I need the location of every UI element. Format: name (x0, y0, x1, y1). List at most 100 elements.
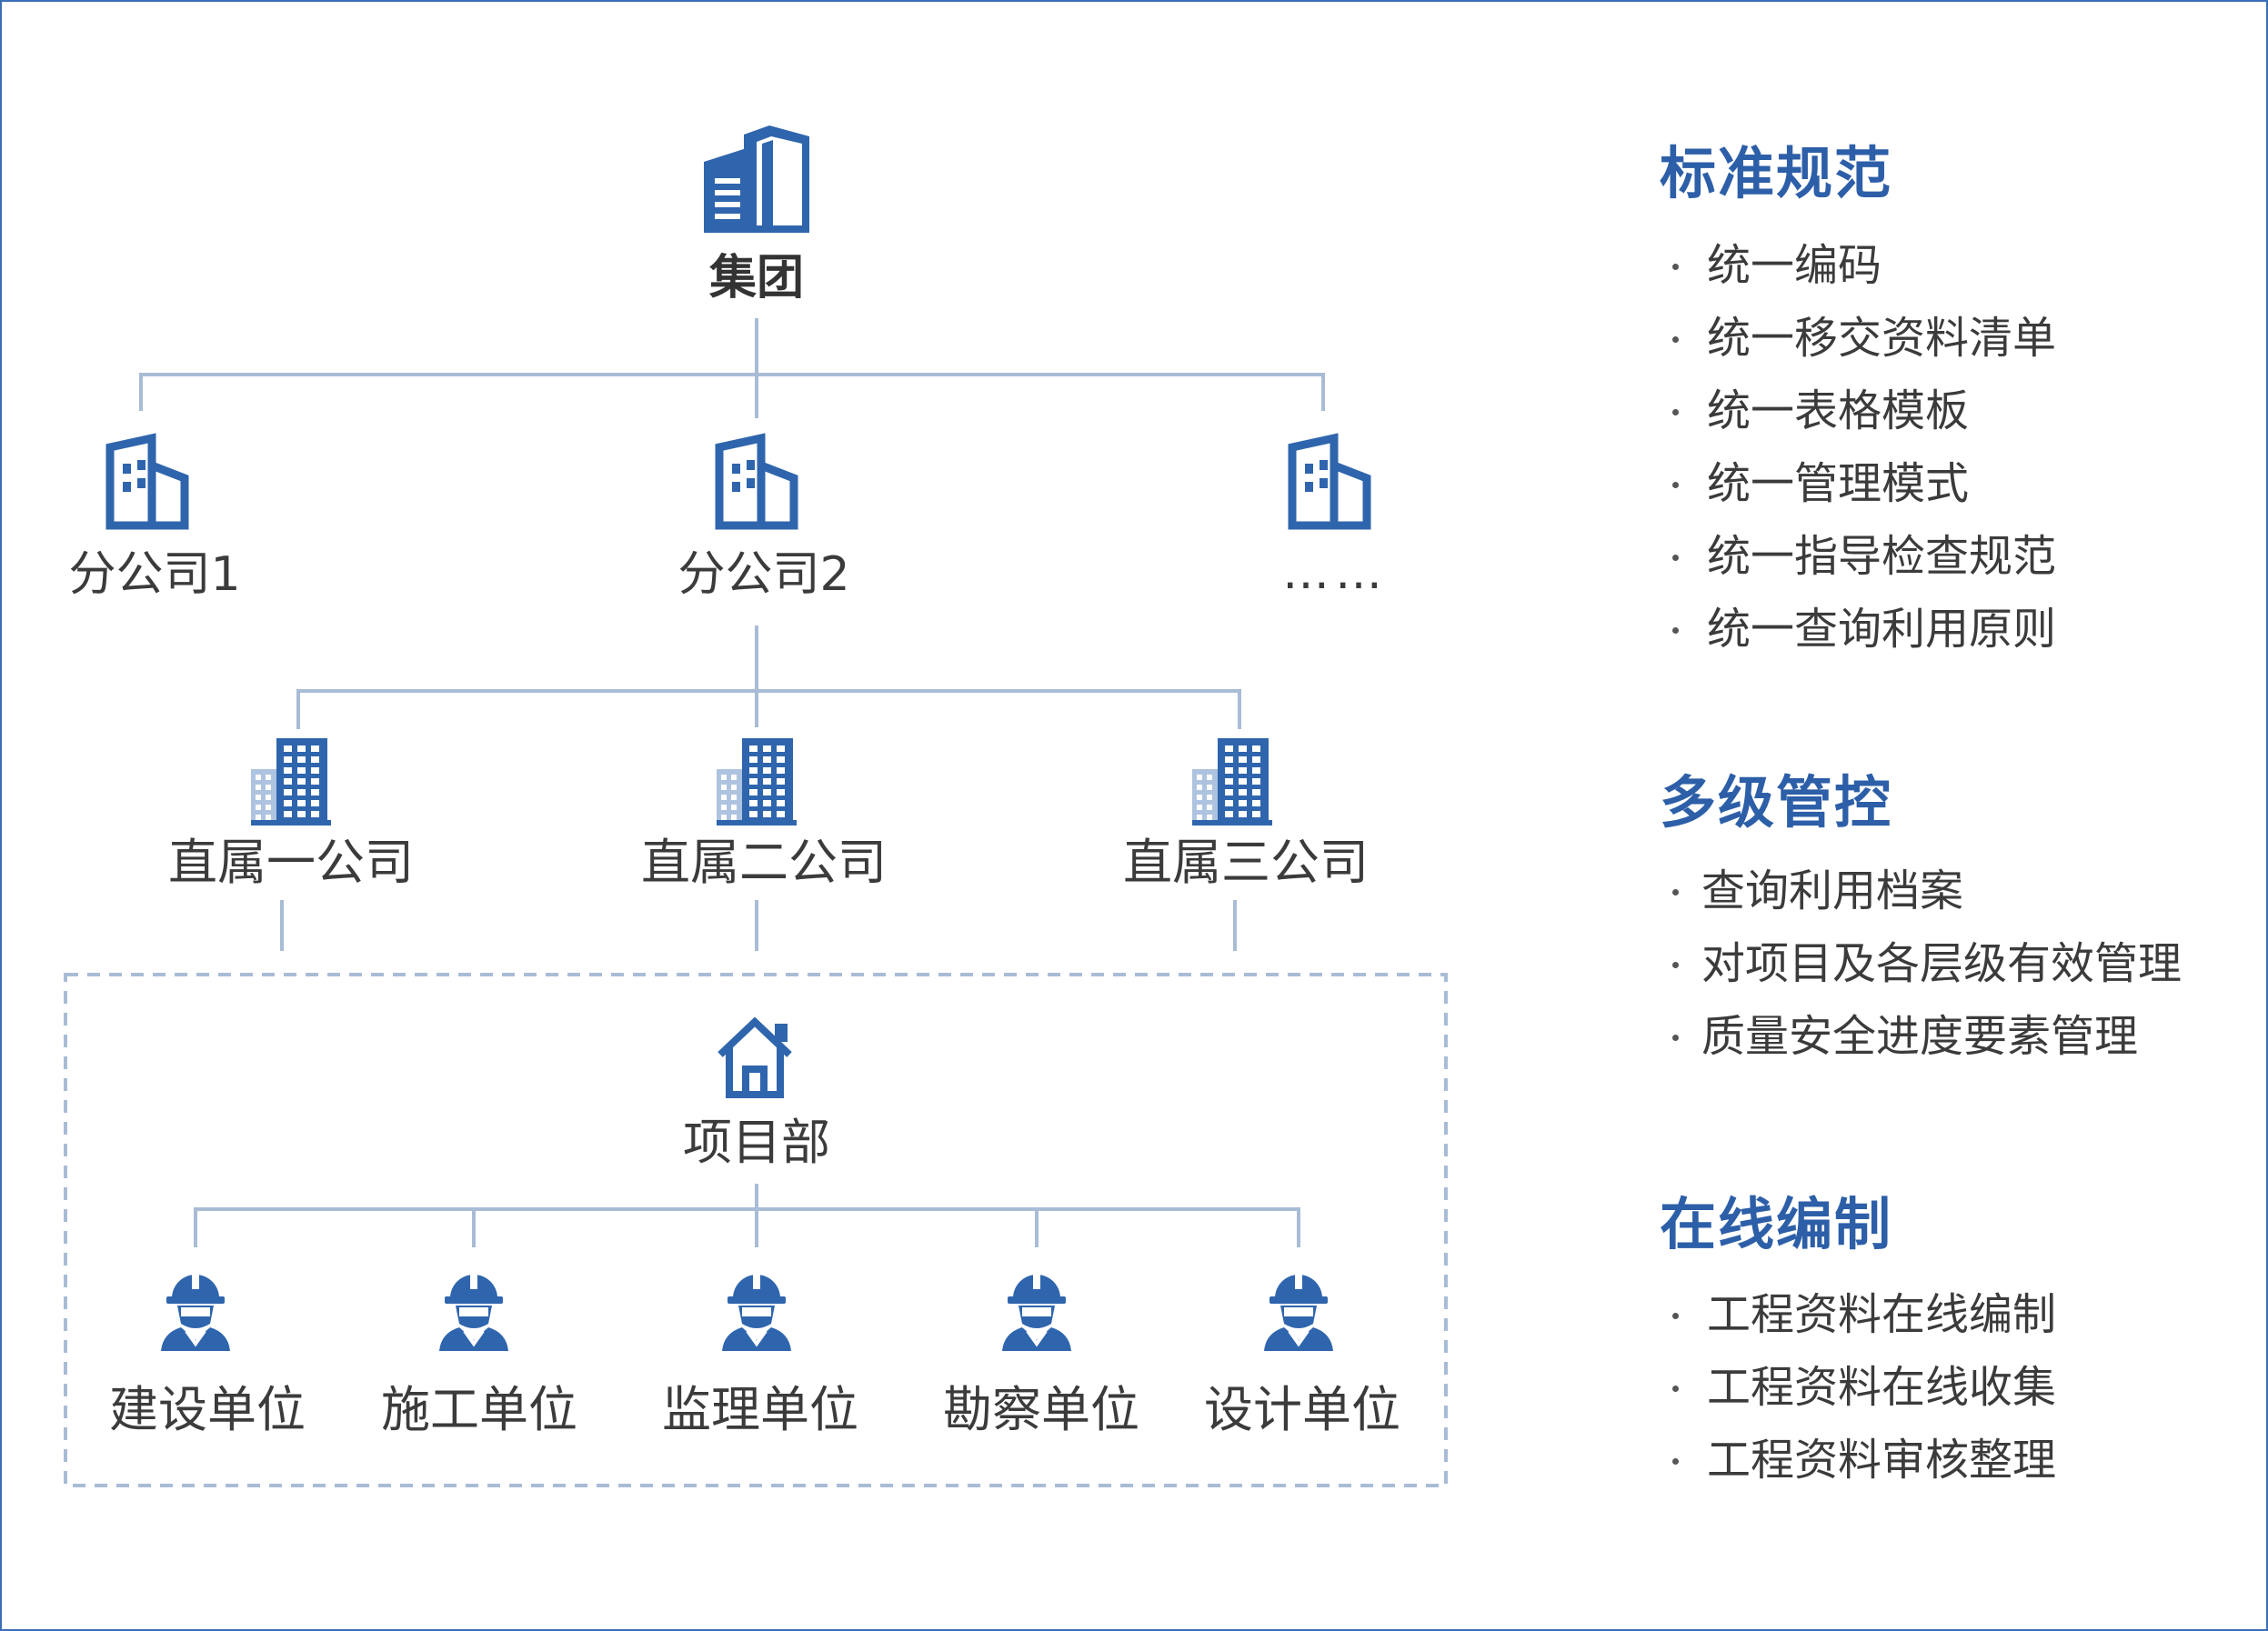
node-project-label: 项目部 (683, 1114, 830, 1171)
tower-back-window (721, 815, 727, 820)
tower-window (311, 778, 319, 785)
tower-window (749, 745, 758, 752)
eyes-band (1284, 1307, 1313, 1316)
tower-back-window (1197, 815, 1202, 820)
hq-window-band (715, 190, 740, 195)
tower-window (297, 756, 306, 763)
office-window (1305, 464, 1313, 474)
tower-back-window (1197, 785, 1202, 790)
collar (1288, 1329, 1310, 1347)
office-window (137, 460, 146, 470)
tower-window (311, 756, 319, 763)
feature-section-title: 多级管控 (1660, 769, 1893, 836)
feature-section-online-compilation: 在线编制 工程资料在线编制 工程资料在线收集 工程资料审核整理 (1660, 1196, 2056, 1496)
tower-back-block (1192, 769, 1218, 824)
feature-item: 工程资料审核整理 (1660, 1424, 2056, 1496)
office-building-icon (715, 433, 798, 530)
shoulders (439, 1327, 508, 1351)
feature-item: 统一表格模板 (1660, 375, 2056, 447)
tower-back-window (731, 775, 737, 780)
node-unit-2-label: 施工单位 (381, 1381, 577, 1438)
tower-back-window (266, 795, 271, 800)
tower-window (1239, 800, 1247, 806)
tower-back-window (1207, 785, 1212, 790)
node-branch-1-label: 分公司1 (68, 547, 241, 602)
tower-ground (251, 820, 331, 826)
tower-back-window (721, 785, 727, 790)
feature-section-title: 标准规范 (1660, 140, 1893, 206)
tower-window (1225, 745, 1233, 752)
tower-window (1239, 811, 1247, 817)
feature-item: 统一管理模式 (1660, 447, 2056, 520)
office-building-icon (1288, 433, 1371, 530)
house-chimney (775, 1024, 788, 1042)
node-branch-3-label: …… (1282, 545, 1388, 600)
tower-window (1239, 745, 1247, 752)
hq-window-band (715, 178, 740, 184)
office-window (123, 464, 131, 474)
tower-window (1252, 811, 1260, 817)
worker-helmet-icon (1264, 1273, 1333, 1351)
project-group-box (64, 973, 1448, 1487)
tower-window (763, 811, 771, 817)
office-window (747, 460, 755, 470)
helmet-ridge (753, 1273, 760, 1289)
tower-window (1252, 778, 1260, 785)
tower-back-window (266, 785, 271, 790)
tower-window (1252, 767, 1260, 774)
tower-back-window (256, 795, 261, 800)
worker-helmet-icon (161, 1273, 230, 1351)
node-subsidiary-1-label: 直属一公司 (168, 834, 414, 891)
feature-item: 质量安全进度要素管理 (1660, 1000, 2182, 1073)
office-window (1320, 478, 1328, 488)
feature-item: 统一编码 (1660, 229, 2056, 302)
tower-window (777, 778, 785, 785)
node-branch-2-label: 分公司2 (677, 547, 850, 602)
shoulders (1264, 1327, 1333, 1351)
tower-back-window (266, 805, 271, 810)
tower-back-window (731, 795, 737, 800)
tower-window (777, 767, 785, 774)
eyes-band (459, 1307, 488, 1316)
tower-back-window (1197, 795, 1202, 800)
tower-window (1225, 756, 1233, 763)
tower-window (777, 745, 785, 752)
tower-building-icon (251, 738, 331, 826)
tower-window (311, 800, 319, 806)
node-icons (105, 125, 1371, 1351)
house-outline (718, 1016, 792, 1098)
tower-window (311, 811, 319, 817)
hq-tower-stripe (762, 140, 773, 225)
tower-back-window (731, 785, 737, 790)
tower-back-window (256, 775, 261, 780)
feature-section-title: 在线编制 (1660, 1191, 1893, 1257)
shoulders (1002, 1327, 1071, 1351)
office-annex (716, 461, 798, 530)
tower-back-window (256, 815, 261, 820)
tower-window (284, 778, 292, 785)
tower-window (1225, 778, 1233, 785)
worker-helmet-icon (439, 1273, 508, 1351)
helmet-ridge (1295, 1273, 1302, 1289)
shoulders (722, 1327, 791, 1351)
collar (746, 1329, 768, 1347)
tower-window (763, 800, 771, 806)
tower-window (1239, 778, 1247, 785)
node-unit-5-label: 设计单位 (1204, 1381, 1400, 1438)
office-building-icon (105, 433, 189, 530)
tower-window (777, 756, 785, 763)
tower-window (297, 767, 306, 774)
tower-window (763, 789, 771, 795)
office-window (747, 478, 755, 488)
eyes-band (1022, 1307, 1051, 1316)
eyes-band (181, 1307, 210, 1316)
feature-item: 工程资料在线收集 (1660, 1351, 2056, 1424)
tower-back-window (256, 805, 261, 810)
node-subsidiary-3-label: 直属三公司 (1123, 834, 1369, 891)
helmet-brim (166, 1296, 225, 1304)
feature-section-multilevel-control: 多级管控 查询利用档案 对项目及各层级有效管理 质量安全进度要素管理 (1660, 775, 2182, 1073)
tower-window (749, 778, 758, 785)
tower-window (749, 767, 758, 774)
tower-window (284, 767, 292, 774)
tower-window (763, 745, 771, 752)
